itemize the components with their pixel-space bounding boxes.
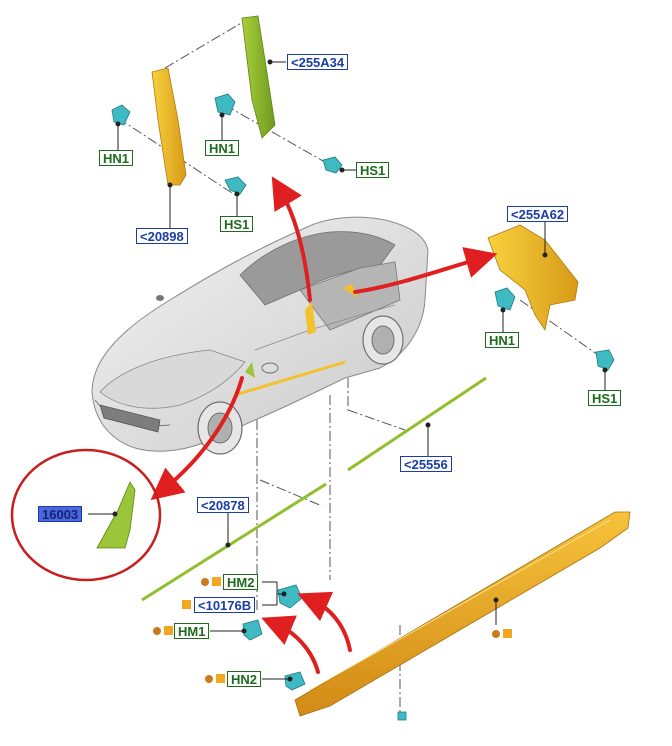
- callout-10176B[interactable]: <10176B: [194, 597, 256, 613]
- callout-25556[interactable]: <25556: [400, 456, 452, 472]
- clips: [111, 93, 615, 721]
- fastener-hs1-top[interactable]: HS1: [356, 162, 390, 178]
- fastener-hn1-right[interactable]: HN1: [485, 332, 520, 348]
- quarter-trim-255A62: [487, 224, 579, 332]
- weatherstrip-25556: [347, 376, 487, 472]
- leader-lines: [88, 59, 608, 682]
- callout-20878[interactable]: <20878: [197, 497, 249, 513]
- pillar-trim-255A34: [241, 15, 276, 139]
- fastener-hs1-left[interactable]: HS1: [220, 216, 254, 232]
- car-illustration: [91, 216, 429, 455]
- red-arrows: [150, 176, 498, 674]
- sill-panel: [294, 511, 631, 717]
- fastener-hn1-center[interactable]: HN1: [205, 140, 240, 156]
- pillar-trim-20898: [151, 67, 187, 186]
- callout-20898[interactable]: <20898: [136, 228, 188, 244]
- weatherstrip-20878: [141, 482, 327, 602]
- assembly-lines: [117, 21, 609, 720]
- callout-255A62[interactable]: <255A62: [507, 206, 569, 222]
- fastener-hm2[interactable]: HM2: [223, 574, 259, 590]
- sill-highlight: [309, 519, 611, 691]
- fastener-hn2[interactable]: HN2: [227, 671, 262, 687]
- fastener-symbols: [153, 577, 512, 683]
- fastener-hs1-right[interactable]: HS1: [588, 390, 622, 406]
- fastener-hm1[interactable]: HM1: [174, 623, 210, 639]
- callout-16003[interactable]: 16003: [38, 506, 83, 522]
- fastener-hn1-left[interactable]: HN1: [99, 150, 134, 166]
- callout-255A34[interactable]: <255A34: [287, 54, 349, 70]
- highlight-circle: [10, 448, 162, 582]
